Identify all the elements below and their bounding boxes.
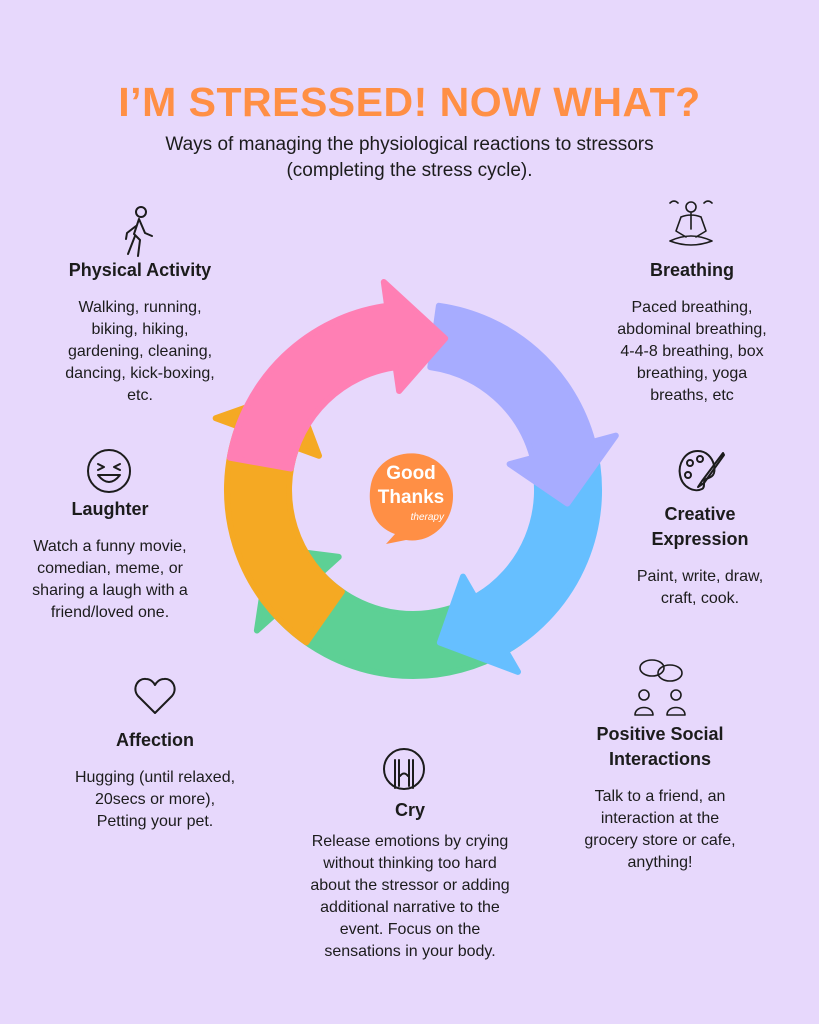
arrow-pink [226, 279, 449, 472]
heart-icon [133, 676, 177, 721]
arrow-purple [427, 302, 619, 507]
section-text: Walking, running,biking, hiking,gardenin… [65, 299, 215, 404]
logo-line: Thanks [377, 487, 445, 508]
section-affection: Affection Hugging (until relaxed,20secs … [50, 728, 260, 833]
section-title: Breathing [649, 260, 734, 280]
logo-line: Good [386, 463, 436, 484]
section-breathing: Breathing Paced breathing,abdominal brea… [596, 258, 788, 407]
section-title: Laughter [71, 499, 149, 519]
section-physical-activity: Physical Activity Walking, running,bikin… [50, 258, 230, 407]
logo-line: therapy [410, 512, 444, 523]
section-laughter: Laughter Watch a funny movie,comedian, m… [15, 497, 205, 624]
section-text: Paint, write, draw,craft, cook. [636, 568, 764, 607]
subtitle-line: (completing the stress cycle). [286, 160, 533, 181]
section-title: Affection [116, 730, 194, 750]
page-subtitle: Ways of managing the physiological react… [0, 132, 819, 184]
logo-blob [369, 453, 454, 544]
section-text: Paced breathing,abdominal breathing,4-4-… [617, 299, 767, 404]
meditation-icon [664, 197, 718, 256]
palette-icon [676, 447, 726, 502]
logo: Good Thanks therapy [366, 452, 456, 548]
section-text: Hugging (until relaxed,20secs or more),P… [74, 769, 236, 830]
crying-face-icon [381, 746, 427, 797]
page-title: I’M STRESSED! NOW WHAT? [118, 79, 701, 125]
walking-person-icon [122, 206, 156, 263]
section-title: Cry [394, 800, 425, 820]
logo-text: Good Thanks therapy [366, 462, 456, 525]
laughing-face-icon [85, 447, 133, 500]
subtitle-line: Ways of managing the physiological react… [165, 134, 654, 155]
section-title: Physical Activity [68, 260, 212, 280]
chat-people-icon [632, 657, 690, 724]
